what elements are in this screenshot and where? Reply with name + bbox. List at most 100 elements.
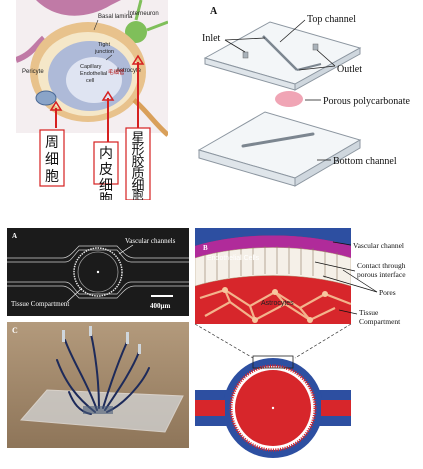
astrocyte-arm [132,98,170,137]
device-chip [83,406,113,414]
core-center-dot [271,406,275,410]
leader-tissue-compartment [66,287,83,303]
caption-astrocyte-5: 胞 [133,189,144,200]
pore-ring-dashes [229,364,317,452]
caption-astrocyte-1: 形 [131,142,144,157]
zoom-arc-group [195,228,351,324]
caption-pericyte-0: 周 [45,136,59,151]
tissue-center-dot [96,270,100,274]
label-porous-interface: porous interface [357,270,406,279]
panel-cross-section: B Endothelial Cells Astrocytes Vascular … [194,228,423,464]
tube-tips [62,326,141,354]
neuron-process-left [14,35,47,63]
label-endothelial-cells: Endothelial Cells [207,255,260,262]
channel-lines [7,245,189,299]
endothelial-band [195,235,351,258]
leader-outlet-1 [298,65,336,71]
arrow-astrocyte-head [131,54,145,65]
caption-pericyte-2: 胞 [45,169,59,185]
pore-band [195,247,351,287]
label-bottom-channel: Bottom channel [333,156,397,167]
leader-vascular-channels [118,244,134,255]
bottom-channel-path [241,132,315,148]
label-endothelial: Endothelial [80,71,107,77]
arrow-pericyte-head [49,100,63,111]
device-schematic: A Top channel Inlet Outlet Porous polyca… [197,6,410,187]
label-cell: cell [86,78,94,84]
panel-letter-a-mid: A [12,232,17,240]
pericyte-cell [35,90,57,106]
micrograph-image: A Vascular channels Tissue Compartment 4… [7,228,189,316]
label-contact-through: Contact through [357,261,406,270]
leader-inlet-1 [224,39,246,53]
device-photo: C [7,322,189,448]
label-membrane: Porous polycarbonate [323,96,410,107]
caption-endothelial-1: 皮 [99,162,113,178]
label-capillary: Capillary [80,64,102,70]
caption-box-astrocyte [125,127,151,201]
bottom-slab-side [294,139,361,187]
vascular-band [195,228,351,246]
label-outlet: Outlet [337,64,362,75]
neuron-process-top [36,0,121,16]
label-tissue: Tissue [359,308,379,317]
caption-box-pericyte [39,129,65,187]
panel-letter-b: B [203,244,208,252]
label-pores: Pores [379,288,396,297]
label-astrocyte: Astrocyte [116,68,142,74]
inlet-port [242,51,249,59]
label-compartment: Compartment [359,317,401,326]
label-tight: Tight [98,42,110,48]
label-pericyte: Pericyte [22,69,44,75]
astrocyte-cell-bodies [222,287,328,323]
pore-lines [204,246,338,283]
caption-endothelial-0: 内 [99,146,113,162]
porous-membrane [275,91,303,107]
caption-astrocyte-2: 胶 [131,154,144,169]
label-leader-lines [314,241,378,315]
zoom-inset-box [252,355,294,369]
label-vascular-channels: Vascular channels [125,237,176,245]
outlet-port [312,43,319,51]
leader-top-channel [279,19,306,43]
caption-endothelial-2: 细 [99,178,113,194]
top-channel-path [262,35,298,71]
caption-box-endothelial [93,141,119,185]
caption-astrocyte-4: 细 [131,178,144,193]
panel-neurovascular-unit: Basal lamina Interneuron Tight junction … [14,0,170,208]
panel-letter-a-top: A [210,6,218,17]
caption-endothelial-3: 胞 [99,192,113,200]
bottom-slab-face [197,111,362,179]
label-inlet: Inlet [202,33,221,44]
top-channel-outlet-path [296,63,322,71]
leader-tight-junction [105,54,113,61]
panel-letter-c: C [12,326,18,335]
leader-inlet-2 [224,37,266,41]
top-slab-side [294,47,361,91]
scale-bar-label: 400μm [150,302,170,310]
panel-micrograph: A Vascular channels Tissue Compartment 4… [7,228,189,316]
cross-section-diagram: B Endothelial Cells Astrocytes Vascular … [194,228,406,458]
leader-outlet-2 [316,49,336,67]
caption-pericyte-1: 细 [45,152,59,168]
label-junction: junction [94,49,114,55]
channel-right-red [321,400,351,416]
label-top-channel: Top channel [307,14,356,25]
label-tissue-compartment: Tissue Compartment [11,300,69,308]
leader-basal-lamina [93,19,99,31]
label-interneuron: Interneuron [128,11,159,17]
interneuron-cell [125,21,147,43]
channel-left-red [195,400,225,416]
tissue-ring-inner [77,251,119,293]
caption-astrocyte-0: 星 [131,130,144,145]
neurovascular-diagram: Basal lamina Interneuron Tight junction … [14,0,170,208]
panel-device-photo: C [7,322,189,448]
label-vascular-channel: Vascular channel [353,241,404,250]
panel-device-schematic: A Top channel Inlet Outlet Porous polyca… [185,0,423,200]
caption-astrocyte-3: 质 [131,166,144,181]
zoom-dashed-lines [194,323,352,359]
label-capillary-cn: 毛细管 [108,68,125,76]
tissue-ring-outer [73,247,123,297]
label-basal-lamina: Basal lamina [98,14,133,20]
label-astrocytes: Astrocytes [261,300,294,307]
